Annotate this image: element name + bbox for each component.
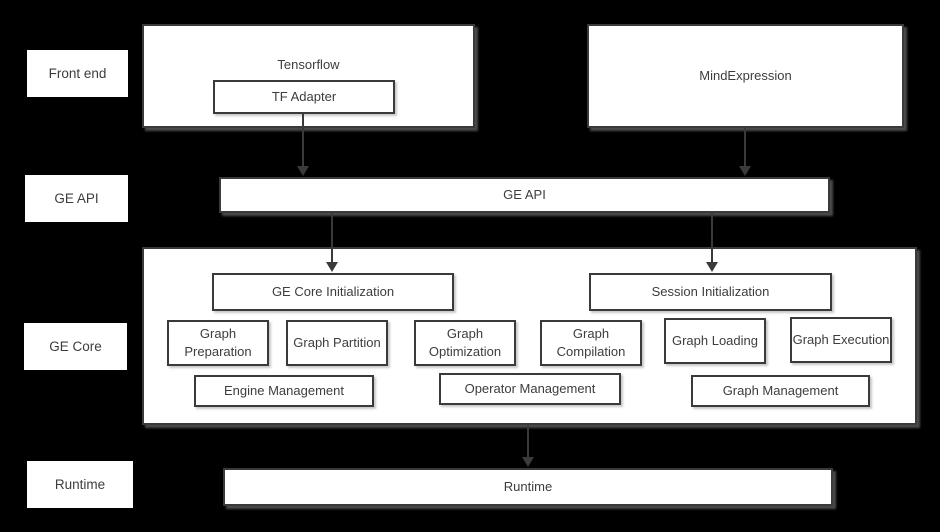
tensorflow-title: Tensorflow [277, 57, 340, 72]
ge-core-box: GE Core Initialization Session Initializ… [142, 247, 917, 425]
operator-management-box: Operator Management [439, 373, 621, 405]
arrow-ge-api-to-session-init-head [706, 262, 718, 272]
graph-execution-box: Graph Execution [790, 317, 892, 363]
layer-label-ge-core-text: GE Core [49, 339, 102, 354]
mindexpression-box: MindExpression [587, 24, 904, 128]
graph-optimization-label: Graph Optimization [428, 326, 502, 359]
ge-api-bar-label: GE API [503, 187, 546, 203]
runtime-bar-label: Runtime [503, 479, 553, 495]
runtime-bar: Runtime [223, 468, 833, 506]
graph-execution-label: Graph Execution [792, 332, 890, 348]
engine-management-box: Engine Management [194, 375, 374, 407]
arrow-mindexpression-to-ge-api-head [739, 166, 751, 176]
layer-label-runtime-text: Runtime [54, 477, 106, 492]
arrow-mindexpression-to-ge-api-line [744, 128, 746, 168]
arrow-ge-api-to-session-init-line [711, 213, 713, 265]
mindexpression-label: MindExpression [699, 68, 792, 84]
graph-management-label: Graph Management [722, 383, 839, 399]
tf-adapter-box: TF Adapter [213, 80, 395, 114]
tensorflow-box: Tensorflow TF Adapter [142, 24, 475, 128]
arrow-tf-adapter-to-ge-api-line [302, 114, 304, 168]
tf-adapter-label: TF Adapter [271, 89, 337, 105]
ge-core-initialization-box: GE Core Initialization [212, 273, 454, 311]
arrow-ge-api-to-ge-core-init-head [326, 262, 338, 272]
session-initialization-label: Session Initialization [651, 284, 770, 300]
layer-label-ge-core: GE Core [24, 323, 127, 370]
engine-management-label: Engine Management [224, 383, 344, 399]
ge-api-bar: GE API [219, 177, 830, 213]
graph-preparation-box: Graph Preparation [167, 320, 269, 366]
graph-partition-label: Graph Partition [293, 335, 381, 351]
arrow-tf-adapter-to-ge-api-head [297, 166, 309, 176]
graph-optimization-box: Graph Optimization [414, 320, 516, 366]
graph-compilation-label: Graph Compilation [556, 326, 626, 359]
layer-label-ge-api-text: GE API [54, 191, 99, 206]
layer-label-front-end: Front end [27, 50, 128, 97]
graph-partition-box: Graph Partition [286, 320, 388, 366]
operator-management-label: Operator Management [464, 381, 596, 397]
arrow-ge-core-to-runtime-head [522, 457, 534, 467]
session-initialization-box: Session Initialization [589, 273, 832, 311]
graph-loading-box: Graph Loading [664, 318, 766, 364]
graph-management-box: Graph Management [691, 375, 870, 407]
ge-core-initialization-label: GE Core Initialization [271, 284, 395, 300]
arrow-ge-api-to-ge-core-init-line [331, 213, 333, 265]
arrow-ge-core-to-runtime-line [527, 425, 529, 460]
graph-compilation-box: Graph Compilation [540, 320, 642, 366]
layer-label-ge-api: GE API [25, 175, 128, 222]
layer-label-runtime: Runtime [27, 461, 133, 508]
layer-label-front-end-text: Front end [48, 66, 107, 81]
graph-preparation-label: Graph Preparation [184, 326, 252, 359]
graph-loading-label: Graph Loading [671, 333, 758, 349]
